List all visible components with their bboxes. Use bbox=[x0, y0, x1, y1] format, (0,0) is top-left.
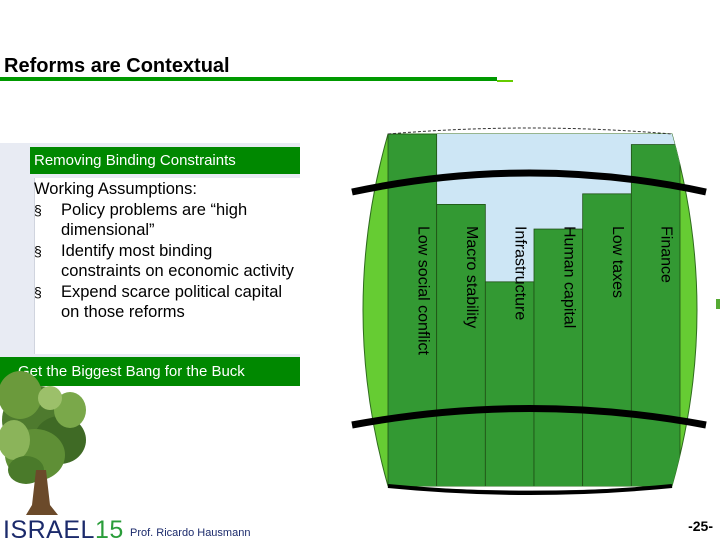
assumption-item: § Expend scarce political capital on tho… bbox=[34, 282, 296, 323]
title-underline-tail bbox=[497, 80, 513, 82]
barrel-stave bbox=[582, 193, 632, 486]
presenter-name: Prof. Ricardo Hausmann bbox=[130, 527, 251, 539]
assumption-text: Identify most binding constraints on eco… bbox=[61, 241, 294, 281]
page-number: -25- bbox=[688, 518, 713, 534]
stave-labels: Low social conflict Macro stability Infras… bbox=[414, 226, 674, 356]
bullet-icon: § bbox=[34, 201, 42, 218]
stave-label: Infrastructure bbox=[512, 226, 529, 320]
panel-header: Removing Binding Constraints bbox=[30, 147, 300, 174]
israel15-logo: ISRAEL15 bbox=[3, 516, 124, 544]
logo-word: ISRAEL bbox=[3, 516, 95, 544]
bullet-icon: § bbox=[34, 283, 42, 300]
assumption-text: Expend scarce political capital on those… bbox=[61, 282, 283, 322]
barrel-stave bbox=[387, 134, 438, 486]
stave-label: Low social conflict bbox=[414, 226, 431, 356]
barrel-stave bbox=[630, 144, 681, 486]
barrel-top-rim bbox=[387, 127, 673, 135]
barrel-stave bbox=[533, 228, 584, 486]
stave-label: Finance bbox=[658, 226, 675, 283]
slide-title: Reforms are Contextual bbox=[4, 55, 230, 77]
stave-label: Low taxes bbox=[609, 226, 626, 298]
assumption-item: § Policy problems are “high dimensional” bbox=[34, 200, 296, 241]
edge-marker bbox=[716, 299, 720, 309]
assumptions-heading: Working Assumptions: bbox=[34, 180, 197, 198]
logo-number: 15 bbox=[94, 516, 124, 544]
panel-body bbox=[34, 178, 301, 354]
assumption-text: Policy problems are “high dimensional” bbox=[61, 200, 248, 240]
bottom-hoop bbox=[387, 484, 673, 495]
working-assumptions: Working Assumptions: § Policy problems a… bbox=[34, 179, 296, 323]
stave-label: Macro stability bbox=[463, 226, 480, 328]
stave-label: Human capital bbox=[560, 226, 577, 328]
barrel-staves bbox=[387, 134, 681, 486]
banner-text: Get the Biggest Bang for the Buck bbox=[18, 363, 245, 380]
title-underline bbox=[0, 77, 497, 81]
barrel-stave bbox=[436, 203, 486, 486]
upper-hoop bbox=[351, 169, 707, 196]
assumption-item: § Identify most binding constraints on e… bbox=[34, 241, 296, 282]
lower-hoop bbox=[351, 405, 707, 429]
bullet-icon: § bbox=[34, 242, 42, 259]
biggest-bang-banner: Get the Biggest Bang for the Buck bbox=[0, 357, 300, 386]
